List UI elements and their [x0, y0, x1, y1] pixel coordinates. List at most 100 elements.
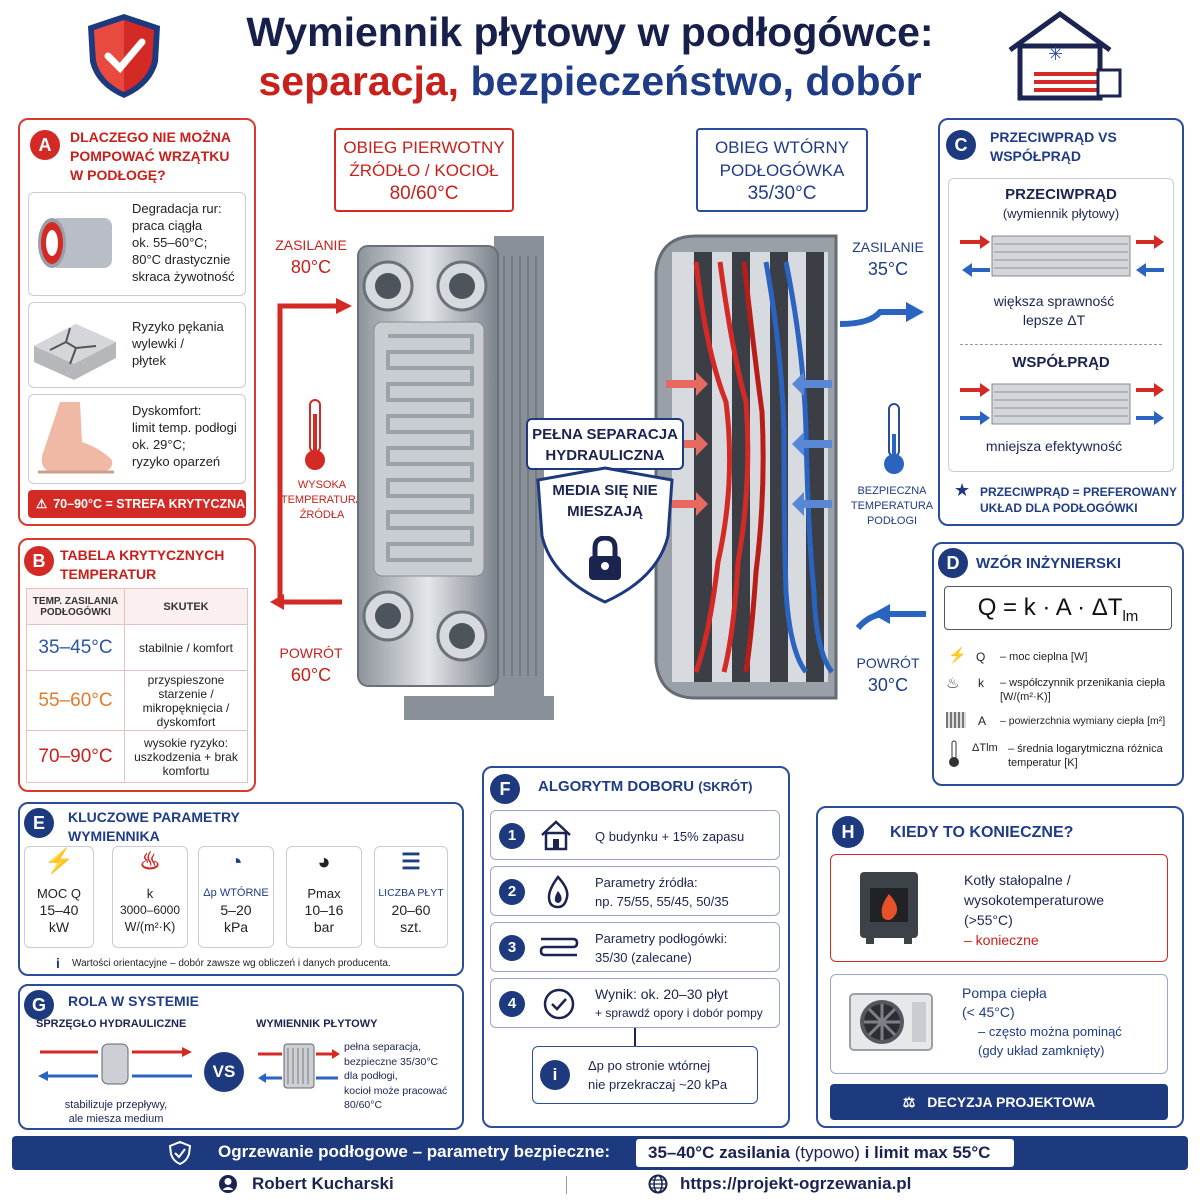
section-e-title: KLUCZOWE PARAMETRY WYMIENNIKA: [68, 809, 240, 844]
legend-desc: – współczynnik przenikania ciepła [W/(m²…: [1000, 677, 1166, 703]
table-effect-cell: stabilnie / komfort: [124, 624, 248, 671]
item-line: ok. 55–60°C;: [132, 235, 208, 250]
step-connector: [634, 1028, 636, 1046]
item-line: Degradacja rur:: [132, 201, 222, 216]
param-value: 15–40: [39, 902, 79, 918]
case-line: (gdy układ zamknięty): [978, 1043, 1105, 1058]
design-decision-bar: ⚖DECYZJA PROJEKTOWA: [830, 1084, 1168, 1120]
section-f-title-sub: (SKRÓT): [698, 779, 753, 794]
info-line: nie przekraczaj ~20 kPa: [588, 1077, 728, 1092]
table-head-effect: SKUTEK: [124, 588, 248, 625]
coflow-diagram: [958, 378, 1164, 430]
section-c-title: PRZECIWPRĄD VS WSPÓŁPRĄD: [990, 129, 1117, 164]
step-text: Parametry źródła:: [595, 875, 698, 890]
primary-source: ŹRÓDŁO / KOCIOŁ: [349, 161, 499, 180]
section-h-badge: H: [832, 816, 864, 848]
step-number: 2: [499, 879, 525, 905]
lock-icon: [585, 535, 625, 582]
param-value: 5–20: [220, 902, 252, 918]
no-mix-shield: [534, 466, 676, 604]
return-right-temp: 30°C: [867, 675, 909, 695]
exchanger-role-desc: pełna separacja, bezpieczne 35/30°C dla …: [344, 1040, 462, 1113]
param-value: 20–60: [391, 902, 431, 918]
param-tile-k: ♨ k 3000–6000 W/(m²·K): [112, 846, 188, 948]
page-title: Wymiennik płytowy w podłogówce:: [246, 9, 934, 55]
case-line: wysokotemperaturowe: [964, 892, 1105, 908]
secondary-supply-arrow: [839, 296, 926, 332]
primary-flow-arrow: [270, 296, 360, 612]
section-h-title: KIEDY TO KONIECZNE?: [890, 824, 1074, 841]
algorithm-step: 2 Parametry źródła: np. 75/55, 55/45, 50…: [490, 866, 780, 916]
subtitle-red: separacja,: [258, 58, 460, 104]
coflow-title: WSPÓŁPRĄD: [1012, 354, 1110, 371]
heat-waves-icon: ♨: [139, 848, 161, 875]
step-number: 4: [499, 991, 525, 1017]
param-tile-power: ⚡ MOC Q 15–40 kW: [24, 846, 94, 948]
formula-box: Q = k · A · ΔTlm: [944, 586, 1172, 630]
table-temp-cell: 70–90°C: [26, 730, 125, 783]
critical-temps-table: TEMP. ZASILANIA PODŁOGÓWKI SKUTEK 35–45°…: [26, 588, 248, 783]
section-a-badge: A: [30, 130, 60, 160]
warning-icon: ⚠: [36, 497, 48, 511]
section-g-card: [18, 984, 464, 1130]
param-unit: szt.: [400, 919, 422, 935]
exchanger-role-desc-line: 80/60°C: [344, 1099, 383, 1111]
param-value: 3000–6000: [119, 903, 181, 917]
media-no-mix-text: MEDIA SIĘ NIE MIESZAJĄ: [552, 482, 658, 520]
website-link[interactable]: https://projekt-ogrzewania.pl: [680, 1174, 912, 1193]
section-a-item-text: Ryzyko pękania wylewki / płytek: [132, 318, 246, 369]
footer-separator: [566, 1176, 567, 1194]
supply-right-temp: 35°C: [867, 259, 909, 279]
exchanger-role-diagram: [256, 1040, 340, 1092]
check-icon: [543, 988, 575, 1020]
section-c-badge: C: [946, 130, 976, 160]
table-temp-cell: 55–60°C: [26, 670, 125, 731]
flame-icon: [545, 875, 571, 909]
section-f-title-main: ALGORYTM DOBORU: [538, 778, 695, 795]
heat-waves-icon: ♨: [946, 675, 960, 692]
footer-label: Ogrzewanie podłogowe – parametry bezpiec…: [218, 1142, 611, 1161]
section-g-badge: G: [24, 990, 54, 1020]
info-line: Δp po stronie wtórnej: [588, 1058, 711, 1073]
coflow-desc: mniejsza efektywność: [985, 438, 1123, 454]
exchanger-role-desc-line: bezpieczne 35/30°C: [344, 1055, 439, 1068]
exchanger-role-desc-line: pełna separacja,: [344, 1041, 422, 1053]
exchanger-role-title: WYMIENNIK PŁYTOWY: [256, 1018, 378, 1030]
section-a-title: DLACZEGO NIE MOŻNA POMPOWAĆ WRZĄTKU W PO…: [70, 129, 231, 183]
step-text: + sprawdź opory i dobór pompy: [595, 1006, 763, 1020]
case-line: – często można pominąć: [978, 1024, 1122, 1039]
step-number: 3: [499, 935, 525, 961]
footer-value-box: 35–40°C zasilania (typowo) i limit max 5…: [636, 1139, 1014, 1167]
floor-pipes-icon: [539, 935, 579, 961]
pipe-icon: [32, 204, 116, 282]
section-b-badge: B: [24, 546, 54, 576]
algorithm-info-text: Δp po stronie wtórnej nie przekraczaj ~2…: [588, 1056, 756, 1094]
gauge-icon: ◔: [229, 849, 243, 874]
legend-desc: – średnia logarytmiczna różnica temperat…: [1008, 743, 1163, 769]
exchanger-role-desc-line: kocioł może pracować: [344, 1084, 448, 1097]
hydraulic-separation-box: PEŁNA SEPARACJA HYDRAULICZNA: [526, 418, 684, 470]
table-effect-cell: wysokie ryzyko: uszkodzenia + brak komfo…: [124, 730, 248, 783]
item-line: płytek: [132, 353, 166, 368]
globe-icon: [648, 1174, 668, 1194]
scales-icon: ⚖: [902, 1094, 916, 1110]
item-line: Ryzyko pękania: [132, 319, 224, 334]
coupler-desc-line: ale miesza medium: [68, 1113, 164, 1125]
return-left-temp: 60°C: [290, 665, 332, 685]
param-tile-dp: ◔ Δp WTÓRNE 5–20 kPa: [198, 846, 274, 948]
coupler-desc: stabilizuje przepływy, ale miesza medium: [36, 1098, 196, 1126]
algorithm-step: 3 Parametry podłogówki: 35/30 (zalecane): [490, 922, 780, 972]
table-temp-cell: 35–45°C: [26, 624, 125, 671]
heat-pump-icon: [848, 990, 934, 1056]
algorithm-step: 1 Q budynku + 15% zapasu: [490, 810, 780, 860]
supply-left-text: ZASILANIE: [275, 237, 347, 253]
foot-icon: [30, 398, 120, 480]
return-right-text: POWRÓT: [856, 655, 920, 671]
step-text: np. 75/55, 55/45, 50/35: [595, 894, 729, 909]
param-name: Δp WTÓRNE: [203, 887, 269, 899]
boiler-icon: [856, 868, 922, 944]
layers-icon: ☰: [401, 849, 421, 874]
legend-desc: – powierzchnia wymiany ciepła [m²]: [1000, 715, 1166, 727]
exchanger-role-desc-line: dla podłogi,: [344, 1070, 398, 1082]
cracked-floor-icon: [30, 306, 120, 384]
